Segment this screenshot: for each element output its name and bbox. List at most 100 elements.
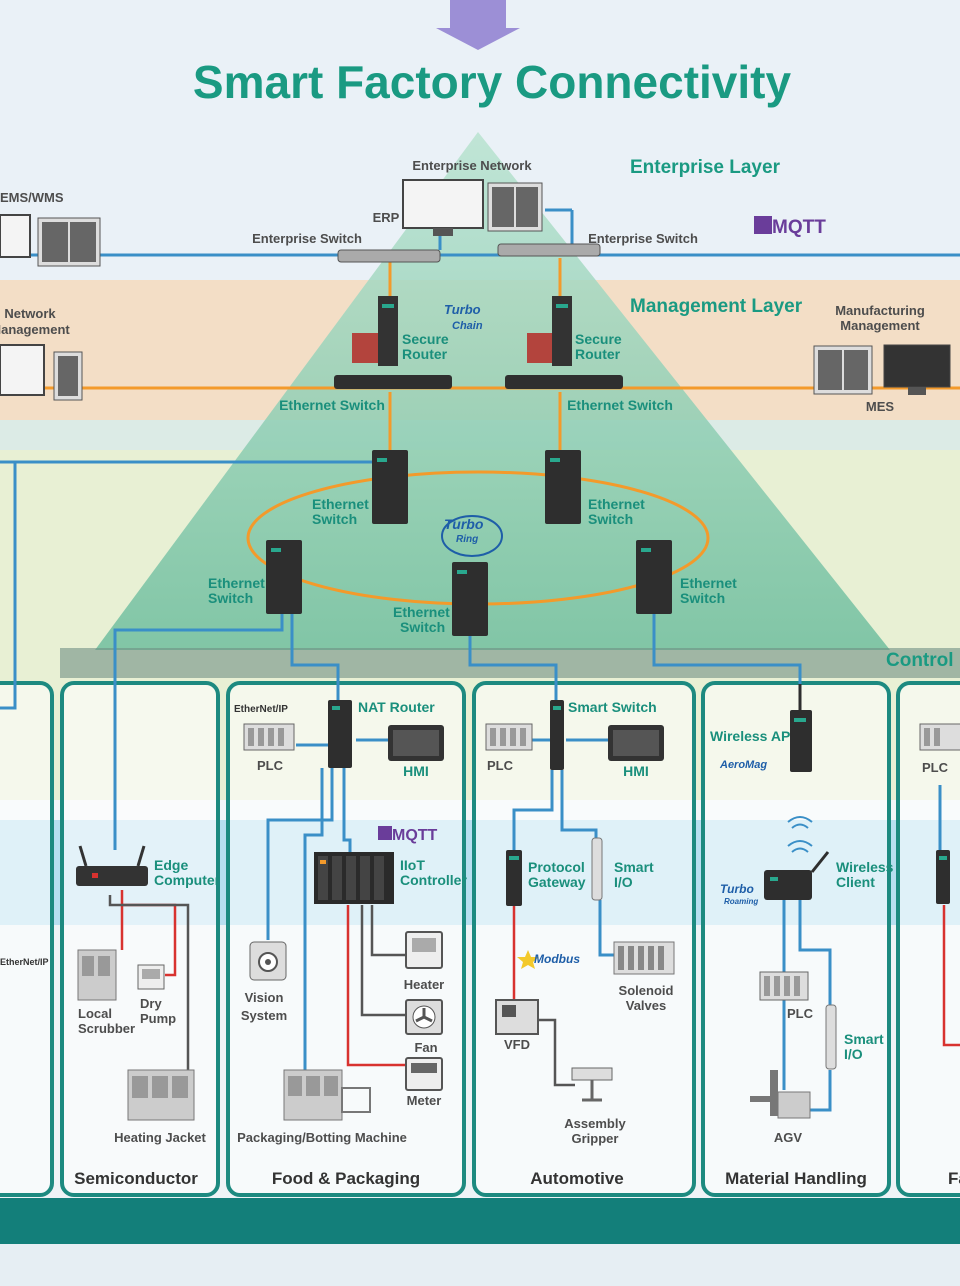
enterprise-switch-right-label: Enterprise Switch bbox=[588, 231, 698, 246]
vfd-icon bbox=[495, 999, 539, 1035]
local-scrubber-label-2: Scrubber bbox=[78, 1021, 135, 1036]
food-hmi-label: HMI bbox=[403, 763, 429, 779]
management-links bbox=[0, 258, 960, 460]
assembly-gripper-label-2: Gripper bbox=[572, 1131, 619, 1146]
control-layer-label: Control L bbox=[886, 650, 960, 671]
partial-right-gateway-icon bbox=[936, 850, 950, 904]
modbus-logo-icon: Modbus bbox=[517, 950, 580, 969]
svg-text:MQTT: MQTT bbox=[392, 827, 438, 844]
material-plc-icon bbox=[759, 971, 809, 1001]
network-mgmt-label-1: Network bbox=[4, 306, 56, 321]
sector-partial-right-title: Fa bbox=[948, 1169, 960, 1188]
ethernet-switch-left-icon bbox=[334, 375, 452, 389]
edge-computer-icon bbox=[76, 845, 148, 886]
auto-smart-io-label-1: Smart bbox=[614, 859, 654, 875]
material-smart-io-label-2: I/O bbox=[844, 1046, 863, 1062]
material-plc-label: PLC bbox=[787, 1006, 814, 1021]
enterprise-network-label: Enterprise Network bbox=[412, 158, 532, 173]
heating-jacket-icon bbox=[127, 1069, 195, 1121]
svg-text:AeroMag: AeroMag bbox=[719, 759, 767, 771]
ring-switch-right-label-1: Ethernet bbox=[680, 575, 737, 591]
meter-label: Meter bbox=[407, 1093, 442, 1108]
meter-icon bbox=[405, 1057, 443, 1091]
ring-switch-bottom-icon bbox=[452, 562, 488, 636]
local-scrubber-label-1: Local bbox=[78, 1006, 112, 1021]
smart-switch-icon bbox=[550, 700, 564, 770]
food-mqtt-logo-icon: MQTT bbox=[378, 826, 438, 844]
protocol-gateway-label-2: Gateway bbox=[528, 874, 586, 890]
material-smart-io-label-1: Smart bbox=[844, 1031, 884, 1047]
svg-text:Roaming: Roaming bbox=[724, 897, 758, 906]
page-title: Smart Factory Connectivity bbox=[193, 56, 792, 108]
fan-label: Fan bbox=[414, 1040, 437, 1055]
vfd-label: VFD bbox=[504, 1037, 530, 1052]
nat-router-icon bbox=[328, 700, 352, 768]
secure-router-right-label-2: Router bbox=[575, 346, 621, 362]
edge-computer-label-1: Edge bbox=[154, 857, 188, 873]
svg-text:Ring: Ring bbox=[456, 534, 478, 545]
dry-pump-label-2: Pump bbox=[140, 1011, 176, 1026]
auto-smart-io-label-2: I/O bbox=[614, 874, 633, 890]
control-links bbox=[0, 460, 942, 1112]
secure-router-left-label-1: Secure bbox=[402, 331, 449, 347]
wifi-signal-icon bbox=[787, 816, 813, 853]
heater-label: Heater bbox=[404, 977, 444, 992]
solenoid-valves-label-1: Solenoid bbox=[619, 983, 674, 998]
solenoid-valves-icon bbox=[613, 941, 675, 975]
ring-switch-bottom-label-1: Ethernet bbox=[393, 604, 450, 620]
panel-semiconductor bbox=[60, 681, 220, 1197]
partial-right-plc-label: PLC bbox=[922, 760, 949, 775]
enterprise-switch-left-icon bbox=[337, 249, 441, 263]
ring-switch-right-icon bbox=[636, 540, 672, 614]
svg-text:Turbo: Turbo bbox=[444, 516, 484, 532]
control-layer-bar bbox=[60, 648, 960, 678]
wireless-ap-icon bbox=[790, 684, 812, 772]
auto-plc-label: PLC bbox=[487, 758, 514, 773]
ring-switch-bottom-label-2: Switch bbox=[400, 619, 445, 635]
server-rack-icon bbox=[487, 182, 543, 232]
iiot-controller-icon bbox=[314, 852, 394, 904]
fan-icon bbox=[405, 999, 443, 1035]
svg-text:Turbo: Turbo bbox=[444, 302, 481, 317]
dry-pump-label-1: Dry bbox=[140, 996, 162, 1011]
nat-router-label: NAT Router bbox=[358, 699, 435, 715]
heater-icon bbox=[405, 931, 443, 969]
partial-right-plc-icon bbox=[919, 723, 960, 751]
network-mgmt-workstation-icon bbox=[0, 344, 83, 401]
management-layer-label: Management Layer bbox=[630, 296, 803, 317]
down-arrow-icon bbox=[436, 0, 520, 50]
footer-band bbox=[0, 1244, 960, 1286]
erp-label: ERP bbox=[373, 210, 400, 225]
turbo-ring-logo-icon: Turbo Ring bbox=[441, 515, 503, 557]
connectivity-pyramid bbox=[95, 132, 890, 650]
ethernet-switch-right-label: Ethernet Switch bbox=[567, 397, 673, 413]
food-plc-icon bbox=[243, 723, 295, 751]
enterprise-switch-right-icon bbox=[497, 243, 601, 257]
bottom-bar bbox=[0, 1198, 960, 1244]
svg-text:Chain: Chain bbox=[452, 320, 483, 332]
ring-switch-left-label-2: Switch bbox=[208, 590, 253, 606]
material-smart-io-icon bbox=[825, 1004, 837, 1070]
mes-workstation-icon bbox=[813, 344, 951, 395]
ring-switch-right-label-2: Switch bbox=[680, 590, 725, 606]
svg-text:Modbus: Modbus bbox=[534, 952, 580, 966]
ethernet-switch-left-label: Ethernet Switch bbox=[279, 397, 385, 413]
auto-hmi-icon bbox=[608, 725, 664, 761]
ems-monitor-icon bbox=[0, 214, 101, 267]
food-hmi-icon bbox=[388, 725, 444, 761]
secure-router-left-icon bbox=[352, 296, 398, 366]
vision-system-label-2: System bbox=[241, 1008, 287, 1023]
auto-smart-io-icon bbox=[591, 837, 603, 901]
turbo-chain-logo-icon: Turbo Chain bbox=[444, 302, 483, 332]
assembly-gripper-label-1: Assembly bbox=[564, 1116, 626, 1131]
panel-partial-right bbox=[896, 681, 960, 1197]
sector-material-title: Material Handling bbox=[725, 1169, 867, 1188]
sector-automotive-title: Automotive bbox=[530, 1169, 624, 1188]
partial-left-ethernetip-label: EtherNet/IP bbox=[0, 957, 49, 967]
vision-system-label-1: Vision bbox=[245, 990, 284, 1005]
sector-semiconductor-title: Semiconductor bbox=[74, 1169, 198, 1188]
ring-switch-top-right-icon bbox=[545, 450, 581, 524]
vision-system-icon bbox=[249, 941, 287, 981]
erp-monitor-icon bbox=[402, 179, 484, 236]
